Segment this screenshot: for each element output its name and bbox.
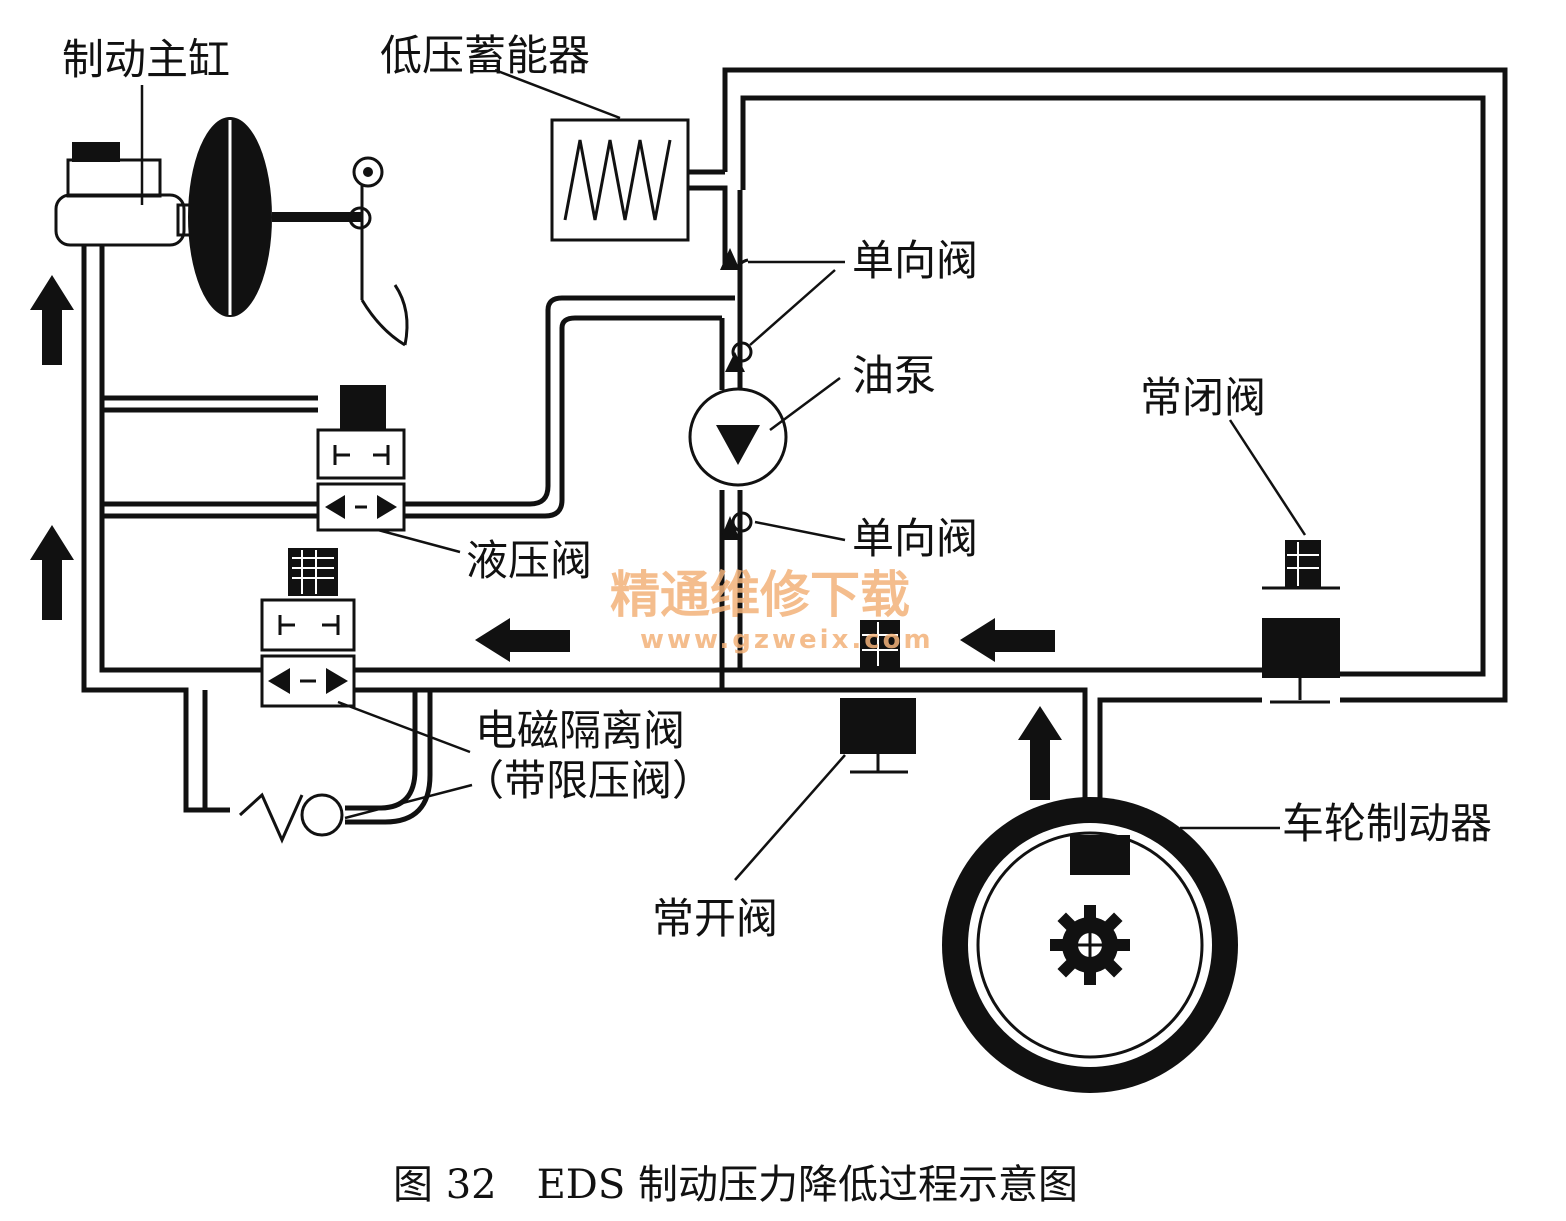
label-isolation-valve-note: （带限压阀） bbox=[462, 756, 714, 805]
label-oil-pump: 油泵 bbox=[852, 351, 936, 400]
check-valve-bottom bbox=[720, 511, 753, 540]
check-valve-top bbox=[720, 248, 753, 372]
label-check-valve-bottom: 单向阀 bbox=[852, 514, 978, 563]
watermark-title: 精通维修下载 bbox=[610, 566, 910, 624]
label-normally-open-valve: 常开阀 bbox=[652, 894, 778, 943]
normally-closed-valve bbox=[1262, 540, 1340, 704]
oil-pump bbox=[688, 387, 788, 487]
figure-caption: 图 32 EDS 制动压力降低过程示意图 bbox=[393, 1162, 1078, 1208]
label-normally-closed-valve: 常闭阀 bbox=[1140, 373, 1266, 422]
label-wheel-brake: 车轮制动器 bbox=[1282, 799, 1492, 848]
pressure-limit-valve bbox=[238, 792, 344, 844]
pipes bbox=[81, 67, 1508, 850]
hydraulic-valve bbox=[316, 385, 406, 532]
label-isolation-valve: 电磁隔离阀 bbox=[475, 706, 685, 755]
wheel-brake bbox=[942, 797, 1238, 1093]
watermark-url: www.gzweix.com bbox=[640, 625, 934, 655]
label-hydraulic-valve: 液压阀 bbox=[466, 536, 592, 585]
arrow-up-icon bbox=[30, 275, 74, 365]
label-low-pressure-accumulator: 低压蓄能器 bbox=[380, 31, 590, 80]
low-pressure-accumulator bbox=[550, 118, 690, 242]
label-check-valve-top: 单向阀 bbox=[852, 236, 978, 285]
arrow-up-icon bbox=[1018, 706, 1062, 800]
normally-open-valve bbox=[840, 620, 916, 774]
master-cylinder-assembly bbox=[54, 117, 409, 347]
flow-arrows bbox=[30, 275, 1062, 800]
arrow-left-icon bbox=[475, 618, 570, 662]
isolation-valve bbox=[260, 548, 356, 708]
arrow-up-icon bbox=[30, 525, 74, 620]
label-master-cylinder: 制动主缸 bbox=[62, 35, 230, 84]
arrow-left-icon bbox=[960, 618, 1055, 662]
gear-icon bbox=[1050, 905, 1130, 985]
leader-lines bbox=[140, 68, 1307, 881]
